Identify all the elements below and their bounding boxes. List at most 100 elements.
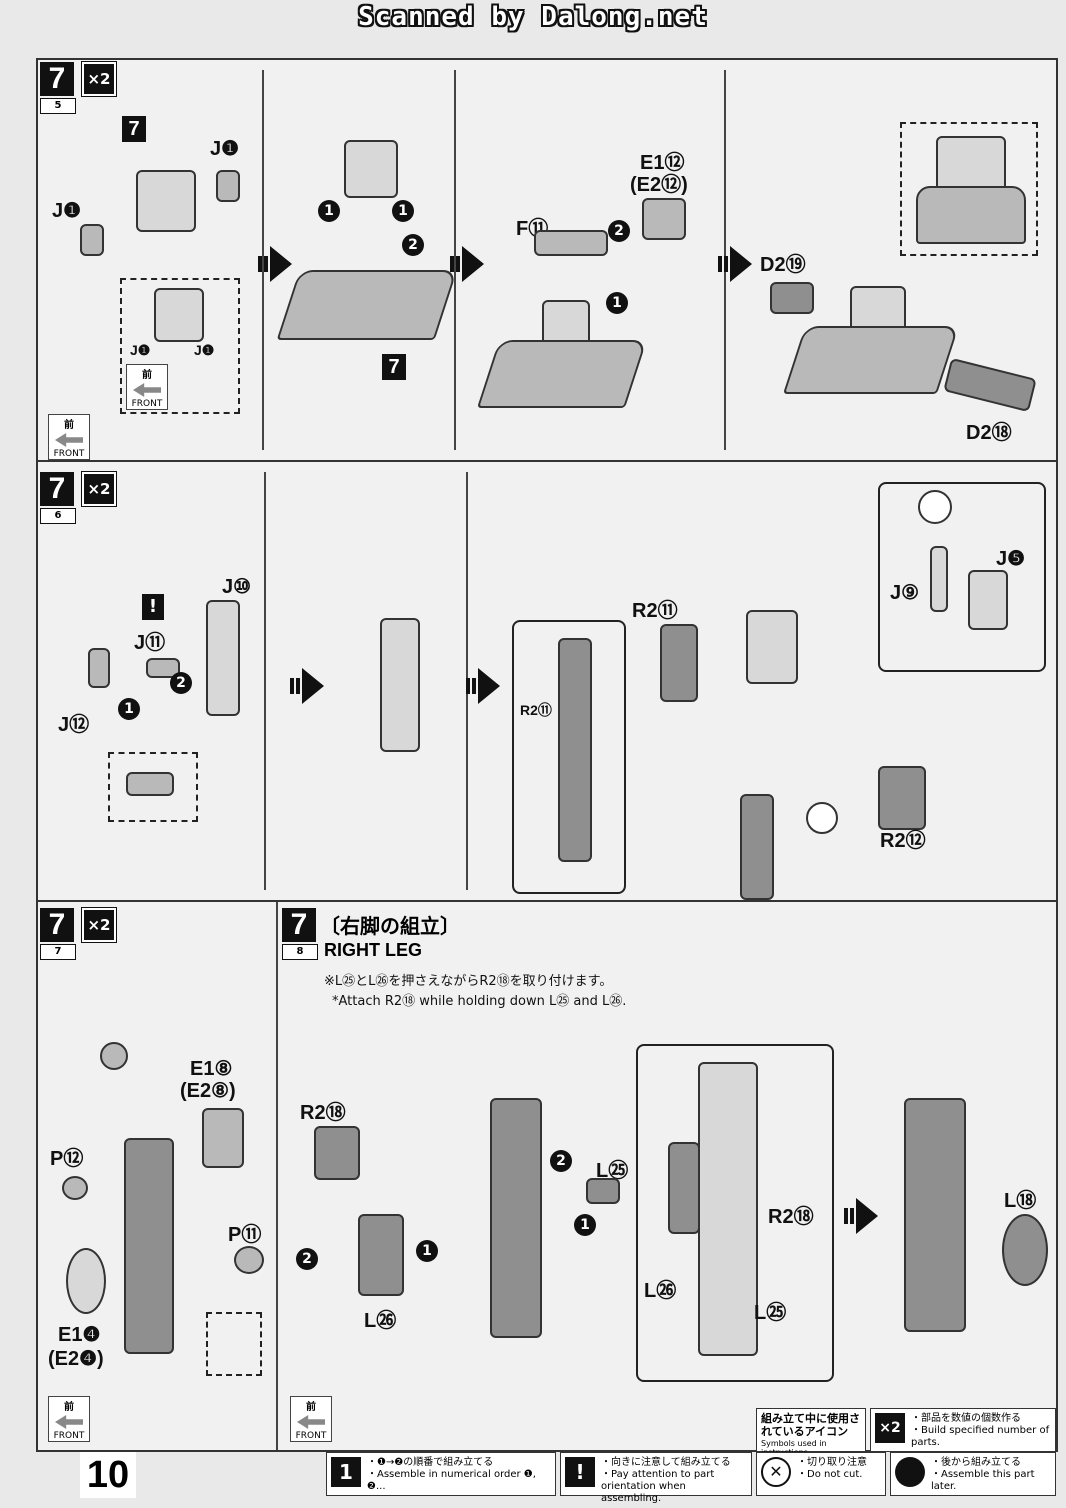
cover-part	[642, 198, 686, 240]
stand-base	[916, 186, 1026, 244]
part-label: P⑫	[50, 1148, 84, 1170]
part-label: (E2⑧)	[180, 1080, 236, 1102]
leg-frame-part	[206, 600, 240, 716]
symbols-legend-title: 組み立て中に使用されているアイコン Symbols used in instru…	[756, 1408, 866, 1457]
legend-order: 1 ・❶→❷の順番で組み立てる・Assemble in numerical or…	[326, 1452, 556, 1496]
cap-part	[234, 1246, 264, 1274]
next-step-arrow	[450, 246, 484, 282]
leg-frame-part	[698, 1062, 758, 1356]
order-marker: 2	[608, 220, 630, 242]
stand-base	[476, 340, 648, 408]
panel-divider	[264, 472, 266, 890]
joint-part	[80, 224, 104, 256]
leg-frame-part	[380, 618, 420, 752]
later-icon	[895, 1457, 925, 1487]
next-step-arrow	[466, 668, 500, 704]
part-label: D2⑲	[760, 254, 806, 276]
armor-part	[1002, 1214, 1048, 1286]
step-7-7-8-row: 7 7 ×2 7 8 〔右脚の組立〕 RIGHT LEG ※L㉕とL㉖を押さえな…	[38, 902, 1056, 1457]
leg-frame-part	[558, 638, 592, 862]
orientation-warning-icon: !	[142, 594, 164, 620]
legend-later: ・後から組み立てる・Assemble this part later.	[890, 1452, 1056, 1496]
leg-frame-part	[904, 1098, 966, 1332]
assembly-note-en: *Attach R2⑱ while holding down L㉕ and L㉖…	[332, 994, 627, 1009]
cover-part	[202, 1108, 244, 1168]
part-label: J❶	[130, 342, 151, 358]
order-marker: 2	[402, 234, 424, 256]
joint-part	[930, 546, 948, 612]
part-label: J⑨	[890, 582, 920, 604]
ref-badge: 7	[382, 354, 406, 380]
cover-part	[314, 1126, 360, 1180]
section-title-en: RIGHT LEG	[324, 940, 422, 960]
leg-frame-part	[124, 1138, 174, 1354]
joint-part	[216, 170, 240, 202]
panel-divider	[276, 902, 278, 1450]
leg-frame-part	[490, 1098, 542, 1338]
part-label: L㉖	[364, 1310, 397, 1332]
leg-frame-part	[740, 794, 774, 900]
part-label: L㉖	[644, 1280, 677, 1302]
stand-base	[782, 326, 960, 394]
inset-detail	[206, 1312, 262, 1376]
no-cut-icon	[918, 490, 952, 524]
armor-part	[668, 1142, 700, 1234]
assembly-note-jp: ※L㉕とL㉖を押さえながらR2⑱を取り付けます。	[324, 974, 613, 989]
step-badge: 7 5 ×2	[40, 61, 117, 114]
arm-part	[534, 230, 608, 256]
part-label: J❶	[194, 342, 215, 358]
page-number: 10	[80, 1452, 136, 1498]
part-label: P⑪	[228, 1224, 262, 1246]
torso-part	[154, 288, 204, 342]
part-label: J❺	[996, 548, 1026, 570]
part-label: R2⑫	[880, 830, 926, 852]
part-label: L㉕	[596, 1160, 629, 1182]
cap-part	[586, 1178, 620, 1204]
part-label: E1⑧	[190, 1058, 233, 1080]
cover-part	[943, 357, 1037, 413]
part-label: R2⑪	[632, 600, 678, 622]
cap-part	[62, 1176, 88, 1200]
later-icon	[806, 802, 838, 834]
inset-detail	[878, 482, 1046, 672]
cover-part	[660, 624, 698, 702]
part-label: D2⑱	[966, 422, 1012, 444]
order-marker: 1	[392, 200, 414, 222]
part-label: R2⑱	[768, 1206, 814, 1228]
step-badge: 7 7 ×2	[40, 907, 117, 960]
panel-divider	[262, 70, 264, 450]
completed-view-inset	[900, 122, 1038, 256]
next-step-arrow	[718, 246, 752, 282]
panel-divider	[454, 70, 456, 450]
order-marker: 2	[550, 1150, 572, 1172]
section-title-jp: 〔右脚の組立〕	[320, 914, 460, 938]
part-label: J⑫	[58, 714, 90, 736]
legend-warning: ! ・向きに注意して組み立てる・Pay attention to part or…	[560, 1452, 752, 1504]
next-step-arrow	[258, 246, 292, 282]
legend-x2: ×2 ・部品を数値の個数作る・Build specified number of…	[870, 1408, 1056, 1452]
order-marker: 1	[574, 1214, 596, 1236]
part-label: (E2❹)	[48, 1348, 104, 1370]
cap-part	[100, 1042, 128, 1070]
order-marker: 2	[296, 1248, 318, 1270]
part-label: L⑱	[1004, 1190, 1037, 1212]
part-label: E1⑫	[640, 152, 685, 174]
armor-part	[358, 1214, 404, 1296]
torso-part	[136, 170, 196, 232]
part-label: L㉕	[754, 1302, 787, 1324]
step-badge: 7 6 ×2	[40, 471, 117, 524]
order-marker: 1	[318, 200, 340, 222]
order-marker: 2	[170, 672, 192, 694]
cover-part	[878, 766, 926, 830]
joint-part	[968, 570, 1008, 630]
part-label: (E2⑫)	[630, 174, 688, 196]
order-marker: 1	[118, 698, 140, 720]
link-part	[146, 658, 180, 678]
link-part	[126, 772, 174, 796]
part-label: R2⑱	[300, 1102, 346, 1124]
